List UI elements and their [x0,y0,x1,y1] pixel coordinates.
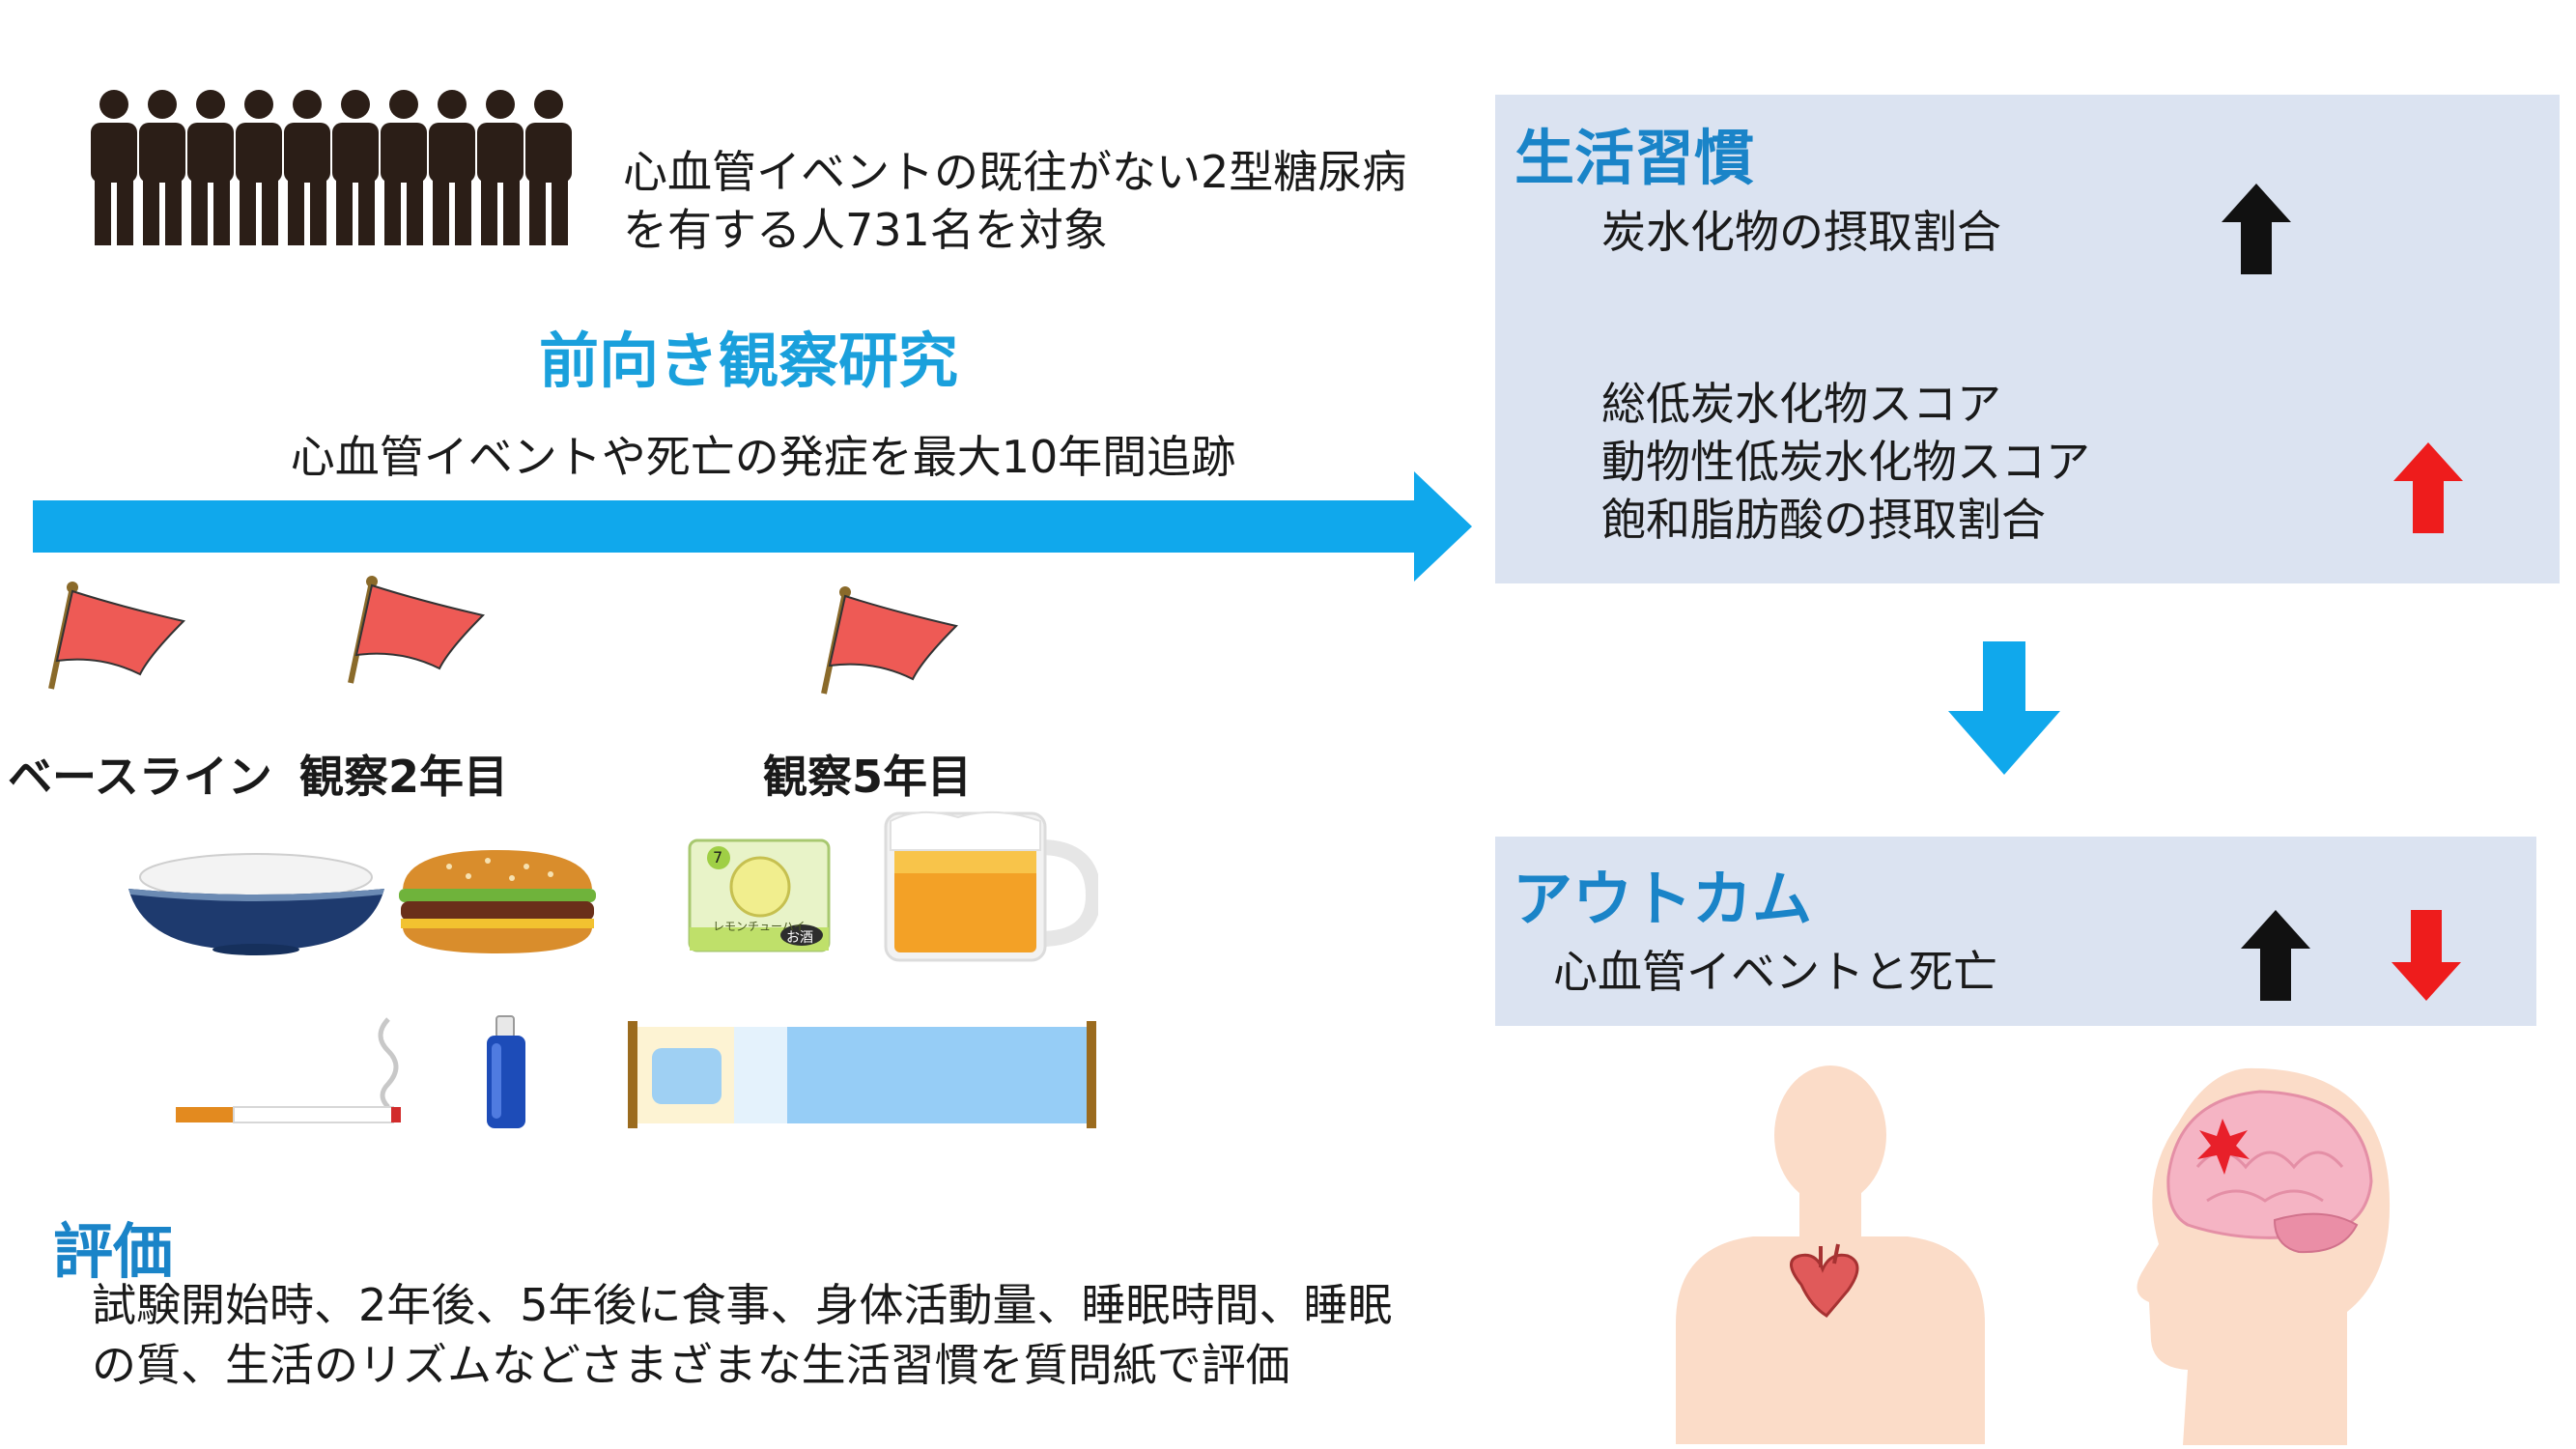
flag-icon [821,586,958,695]
lighter-icon [487,1015,525,1128]
can-seal-label: お酒 [786,930,813,946]
down-arrow-icon [1948,641,2060,775]
lifestyle-panel: 生活習慣 炭水化物の摂取割合 総低炭水化物スコア 動物性低炭水化物スコア 飽和脂… [1495,95,2560,583]
rice-bowl-icon [128,853,384,955]
beer-mug-icon [884,810,1098,962]
outcome-text: 心血管イベントと死亡 [1553,946,1997,998]
timepoint-year2: 観察2年目 [299,751,509,803]
outcome-panel: アウトカム 心血管イベントと死亡 [1495,837,2536,1026]
up-arrow-black-icon [2241,910,2310,1001]
subject-description: 心血管イベントの既往がない2型糖尿病 を有する人731名を対象 [623,146,1407,256]
flag-icon [48,582,185,690]
chuhai-can-icon: 7 レモンチューハイ お酒 [688,838,831,952]
timeline-arrow [33,471,1472,582]
timepoint-baseline: ベースライン [8,751,272,803]
can-number-label: 7 [713,848,723,867]
low-carb-score-items: 総低炭水化物スコア 動物性低炭水化物スコア 飽和脂肪酸の摂取割合 [1601,378,2090,546]
timepoint-year5: 観察5年目 [763,751,973,803]
follow-up-text: 心血管イベントや死亡の発症を最大10年間追跡 [290,431,1236,483]
head-brain-icon [2137,1067,2391,1445]
flag-icon [348,576,485,684]
bed-icon [628,1021,1096,1128]
outcome-heading: アウトカム [1513,864,1813,934]
lifestyle-heading: 生活習慣 [1514,123,1755,193]
evaluation-heading: 評価 [53,1216,174,1287]
up-arrow-red-icon [2393,442,2463,533]
evaluation-description: 試験開始時、2年後、5年後に食事、身体活動量、睡眠時間、睡眠 の質、生活のリズム… [92,1279,1393,1391]
people-group-icon [91,90,572,245]
study-title: 前向き観察研究 [538,326,958,396]
body-heart-icon [1676,1065,1985,1444]
can-product-label: レモンチューハイ [713,920,806,933]
hamburger-icon [399,850,596,953]
down-arrow-red-icon [2392,910,2461,1001]
cigarette-icon [176,1017,401,1123]
carb-ratio-item: 炭水化物の摂取割合 [1601,206,2001,258]
up-arrow-black-icon [2222,184,2291,274]
